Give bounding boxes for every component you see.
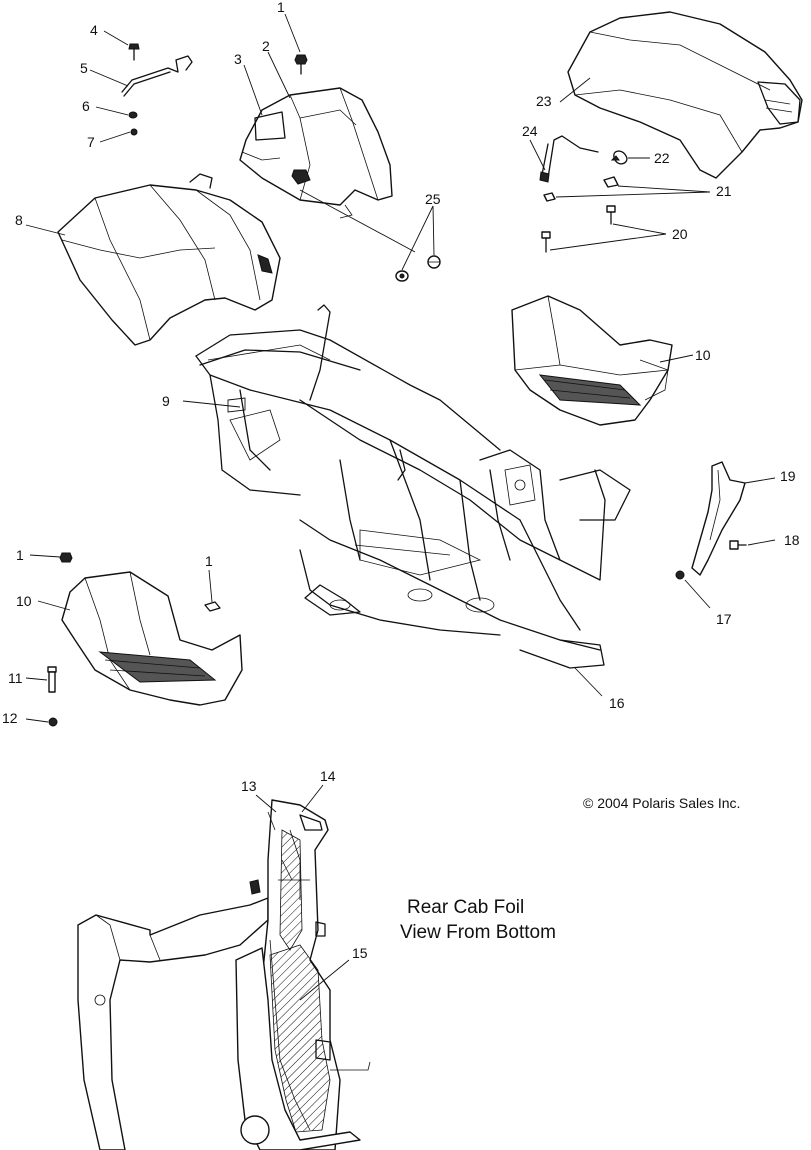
nut-part-12	[48, 717, 58, 727]
callout-labels: 1 2 3 4 5 6 7 8 9 10 10 11 12 13 14 15 1…	[2, 0, 800, 961]
bolt-part-1-top	[294, 54, 308, 75]
callout-25: 25	[425, 191, 441, 207]
callout-19: 19	[780, 468, 796, 484]
callout-13: 13	[241, 778, 257, 794]
callout-5: 5	[80, 60, 88, 76]
callout-15: 15	[352, 945, 368, 961]
callout-2: 2	[262, 38, 270, 54]
callout-3: 3	[234, 51, 242, 67]
callout-22: 22	[654, 150, 670, 166]
callout-17: 17	[716, 611, 732, 627]
callout-14: 14	[320, 768, 336, 784]
callout-4: 4	[90, 22, 98, 38]
callout-21: 21	[716, 183, 732, 199]
nut-part-17	[675, 570, 685, 580]
callout-6: 6	[82, 98, 90, 114]
right-footwell-part-10	[511, 295, 673, 426]
callout-24: 24	[522, 123, 538, 139]
callout-16: 16	[609, 695, 625, 711]
seat-part-23	[567, 11, 803, 179]
seat-latch-hardware	[539, 135, 628, 253]
callout-18: 18	[784, 532, 800, 548]
callout-11: 11	[8, 670, 23, 686]
callout-7: 7	[87, 134, 95, 150]
bracket-part-19	[691, 461, 746, 576]
callout-1-middle: 1	[205, 553, 213, 569]
callout-10-right: 10	[695, 347, 711, 363]
left-footwell-part-10	[61, 571, 243, 706]
foil-caption-line-2: View From Bottom	[400, 922, 556, 943]
bolt-part-18	[729, 540, 747, 550]
callout-8: 8	[15, 212, 23, 228]
front-cab-part-2-3	[239, 87, 393, 219]
callout-1-left: 1	[16, 547, 24, 563]
foil-hatch-part-15	[269, 829, 331, 1133]
callout-12: 12	[2, 710, 18, 726]
leader-lines	[25, 13, 776, 1001]
callout-1-top: 1	[277, 0, 285, 15]
foil-caption-line-1: Rear Cab Foil	[407, 897, 524, 918]
callout-9: 9	[162, 393, 170, 409]
hardware-parts-4-7	[121, 43, 193, 136]
bolt-part-11	[47, 666, 57, 693]
main-frame-part-16	[195, 304, 631, 669]
front-fender-part-8	[57, 173, 281, 346]
nuts-part-25	[395, 255, 441, 282]
callout-20: 20	[672, 226, 688, 242]
callout-10-left: 10	[16, 593, 32, 609]
bolt-part-1-left	[59, 552, 73, 563]
callout-23: 23	[536, 93, 552, 109]
copyright-text: © 2004 Polaris Sales Inc.	[583, 795, 740, 811]
